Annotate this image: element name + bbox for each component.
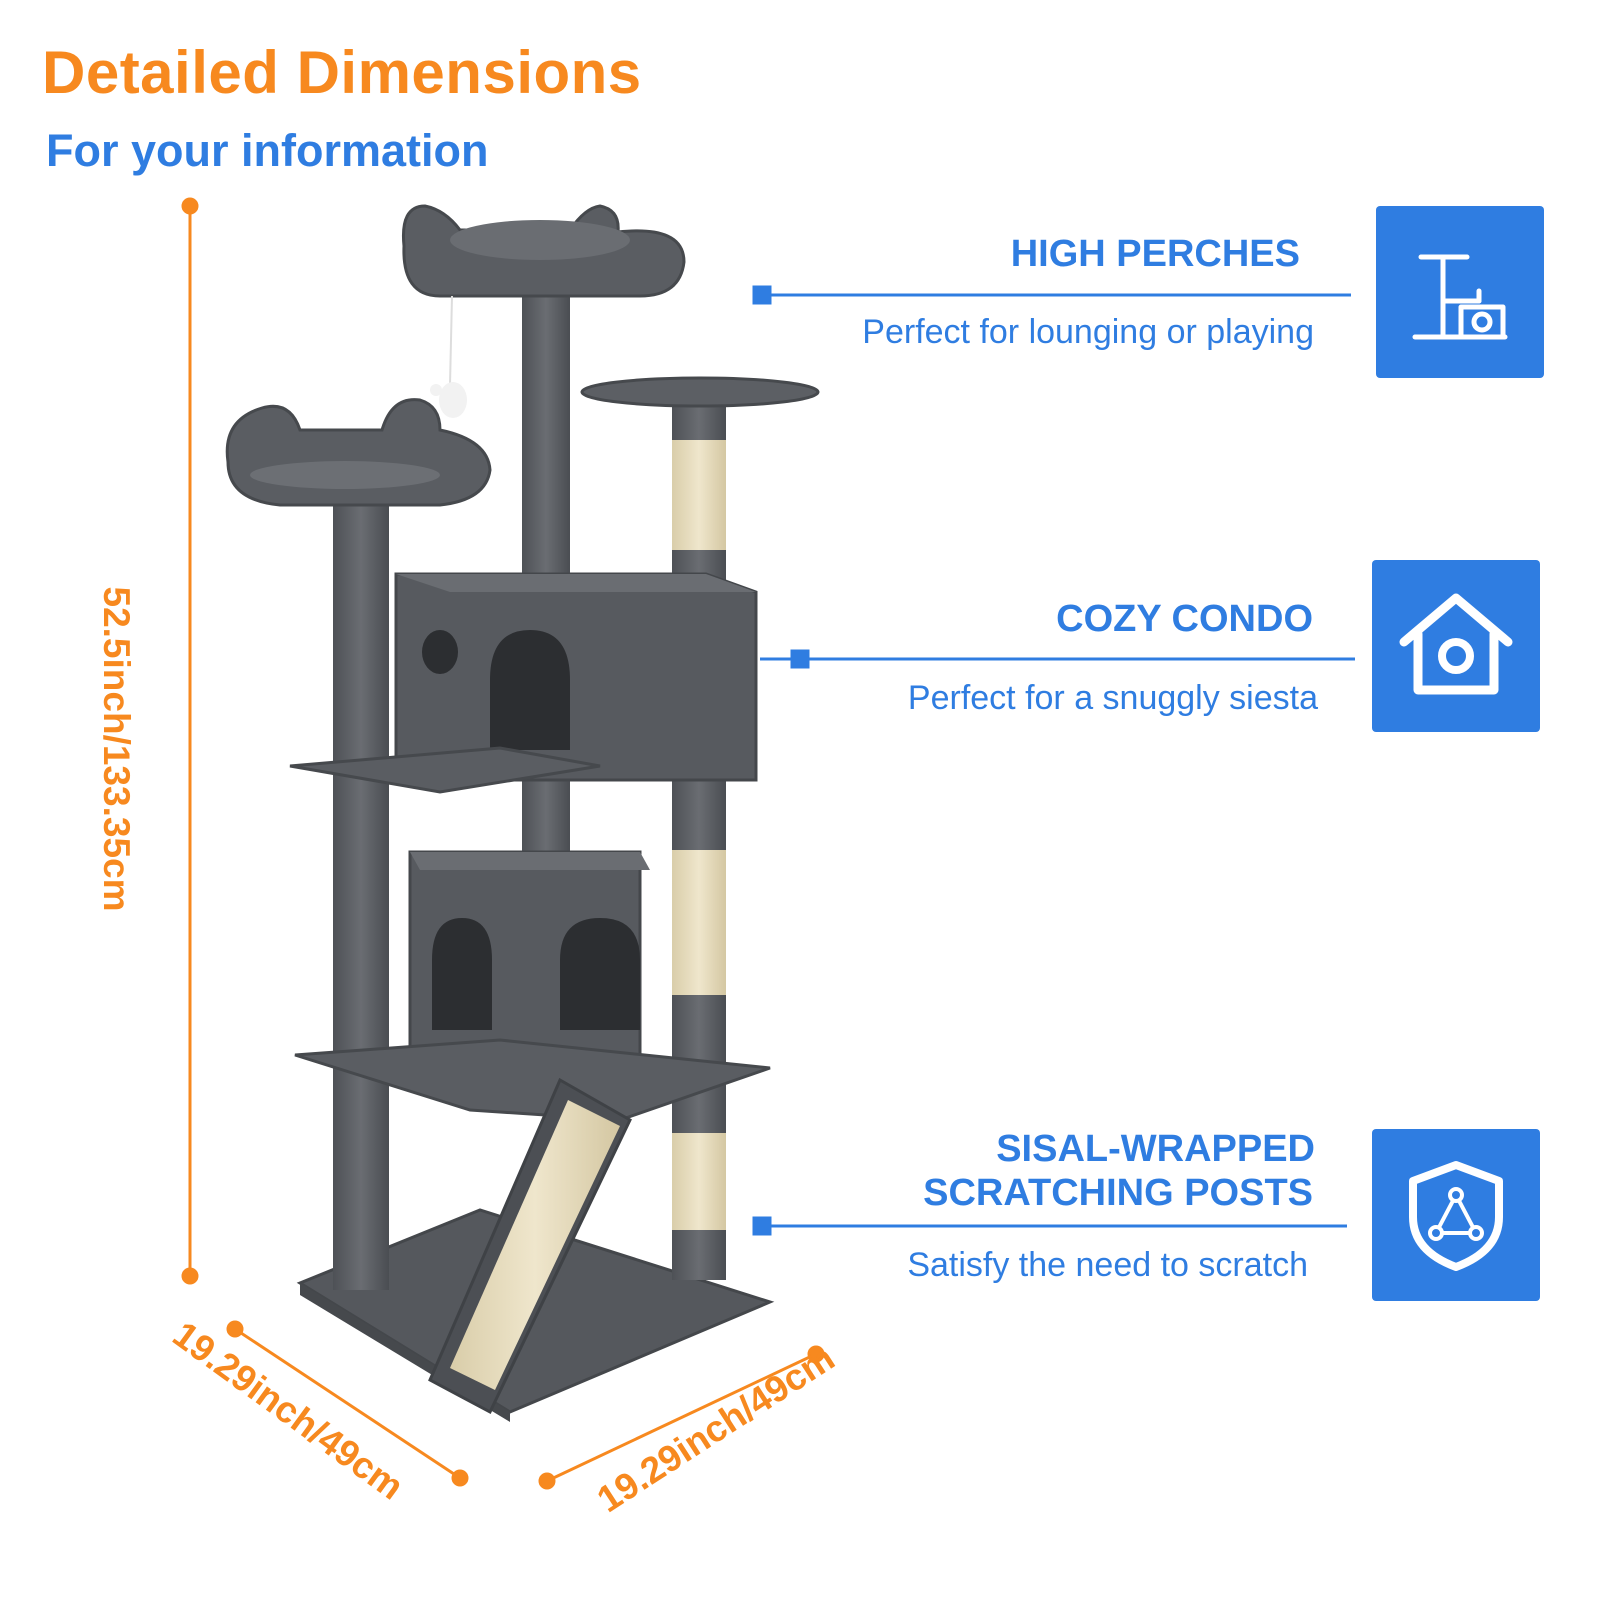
feature-desc-high-perches: Perfect for lounging or playing (862, 313, 1314, 351)
shield-icon (1372, 1129, 1540, 1301)
feature-desc-cozy-condo: Perfect for a snuggly siesta (907, 679, 1318, 717)
feature-title-high-perches: HIGH PERCHES (1010, 233, 1300, 275)
cat-tree-icon (1376, 206, 1544, 378)
feature-title-cozy-condo: COZY CONDO (1056, 598, 1313, 640)
page-subtitle: For your information (46, 125, 489, 176)
feature-title-sisal-line1: SISAL-WRAPPED (996, 1128, 1315, 1170)
feature-title-sisal-line2: SCRATCHING POSTS (923, 1172, 1313, 1214)
page-title: Detailed Dimensions (42, 39, 642, 106)
feature-desc-sisal: Satisfy the need to scratch (907, 1246, 1308, 1284)
house-icon (1372, 560, 1540, 732)
